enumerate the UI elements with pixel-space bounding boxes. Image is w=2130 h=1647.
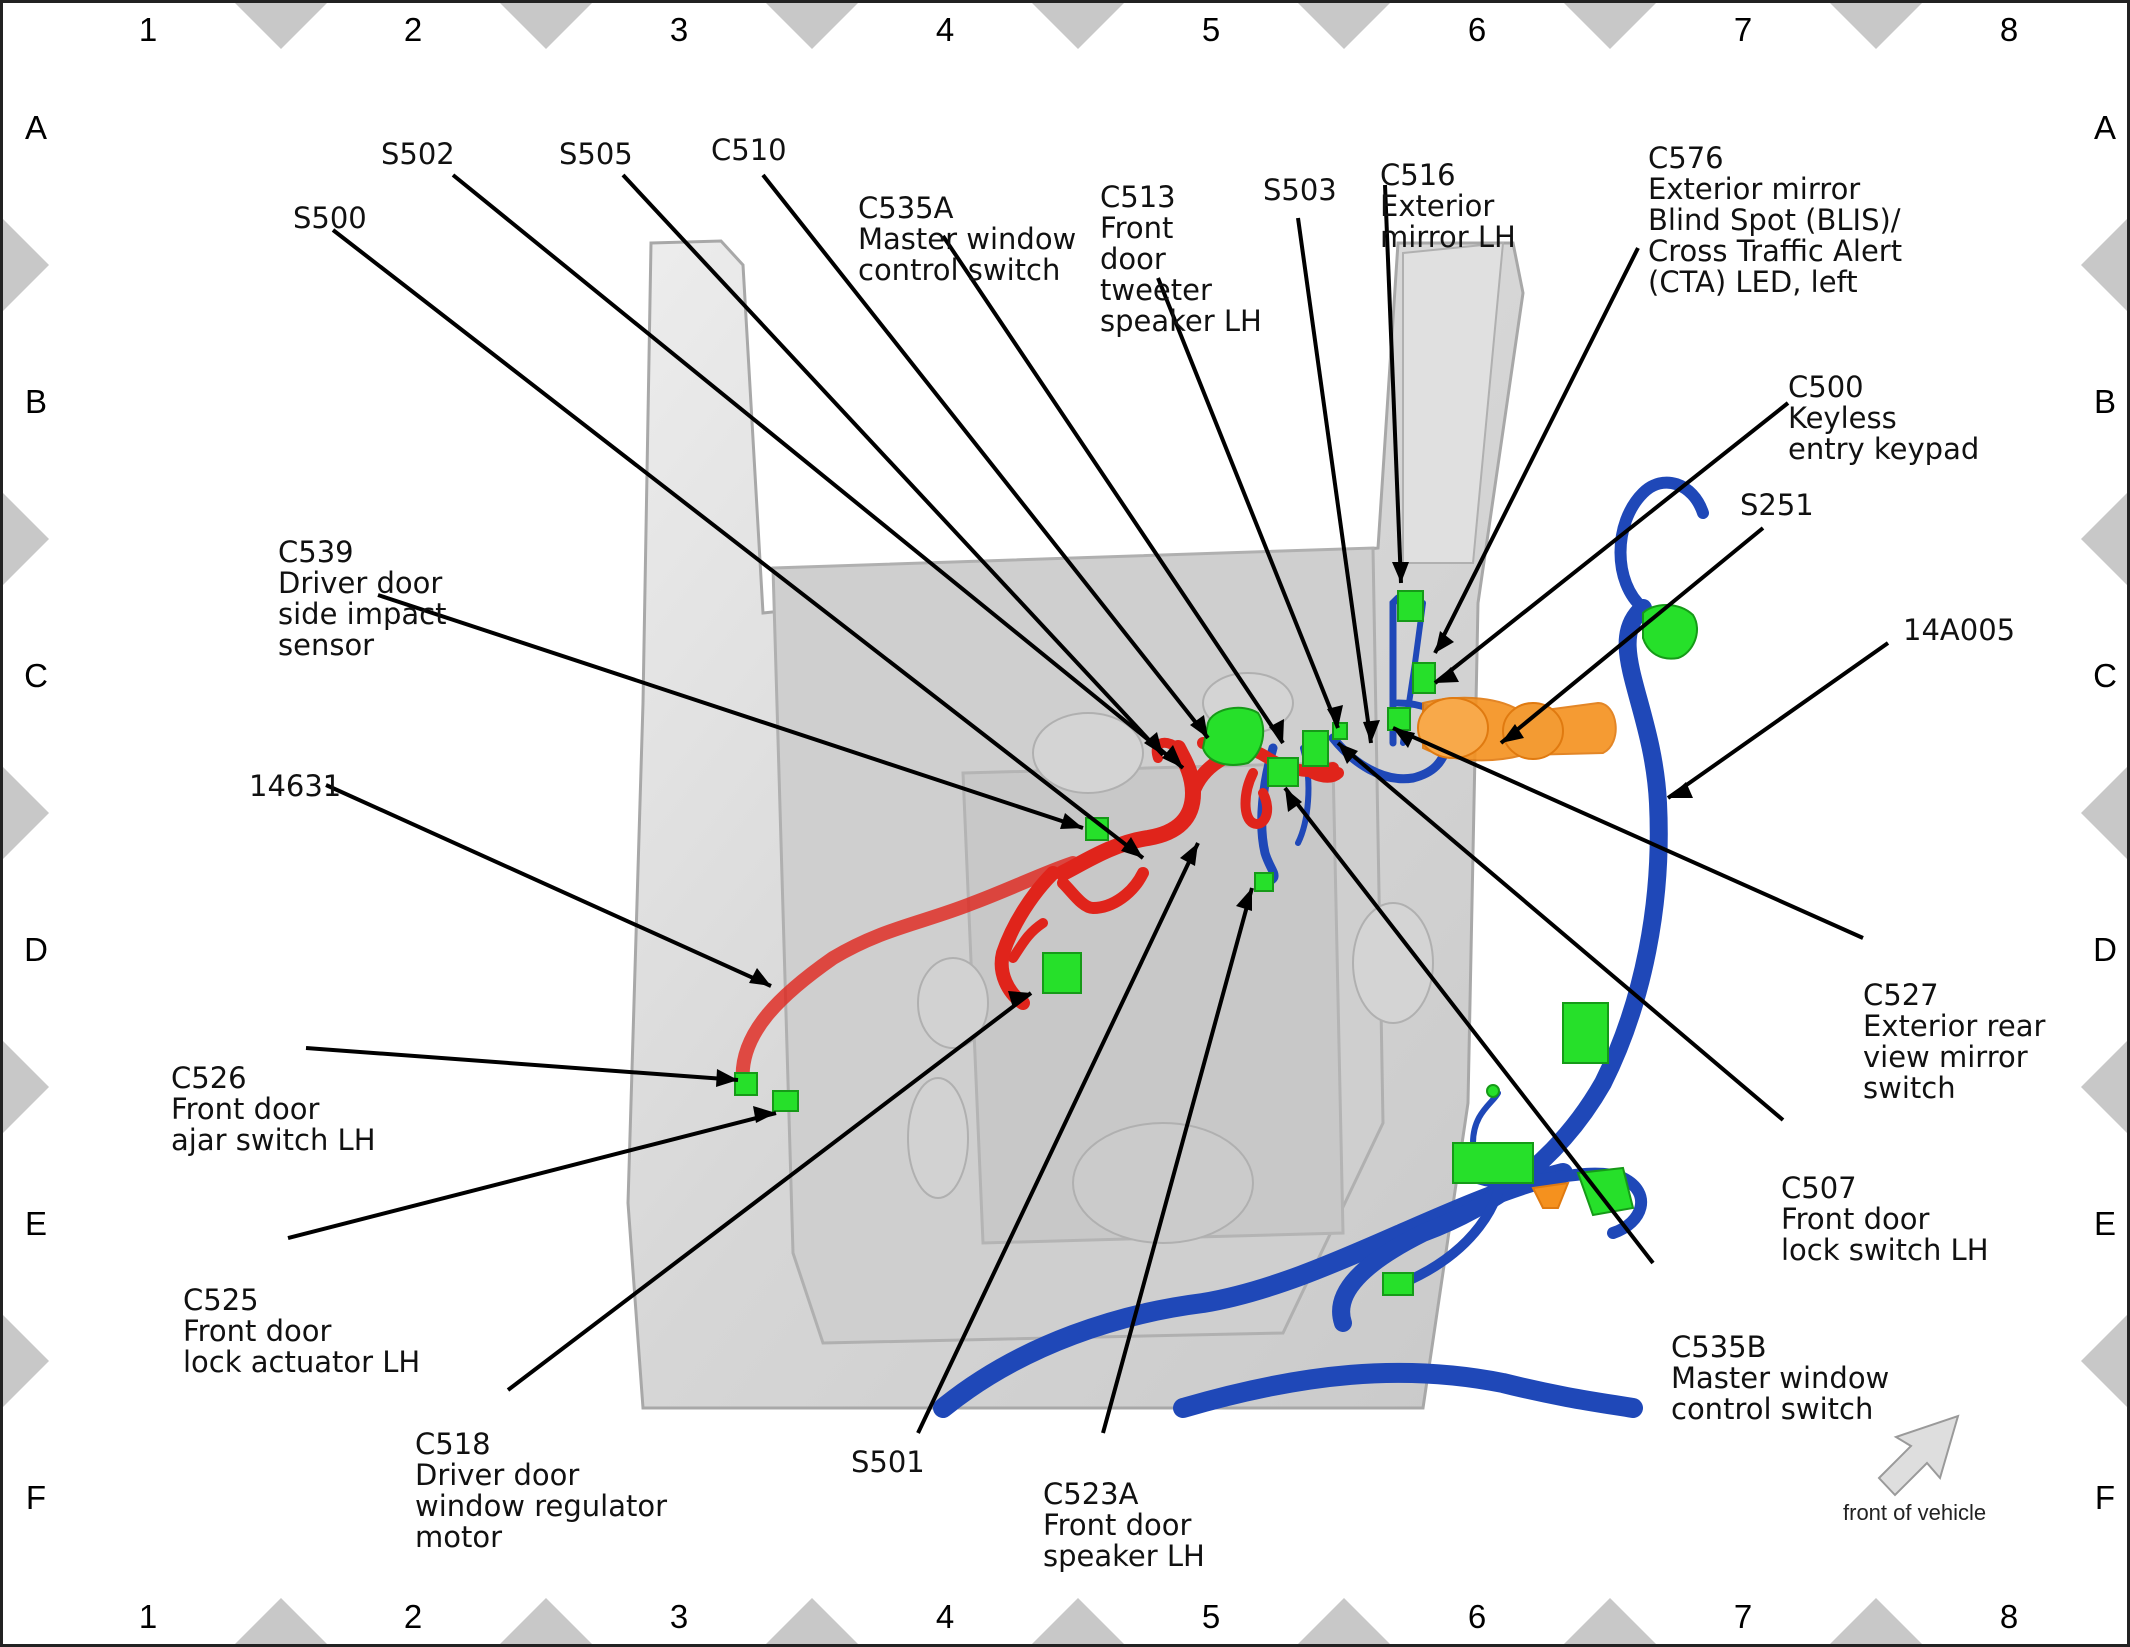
label-14a005: 14A005 (1903, 613, 2016, 647)
connector-c500 (1642, 604, 1698, 660)
grid-marker (1830, 1598, 1922, 1644)
grid-marker (235, 1598, 327, 1644)
grid-col-top-1: 1 (138, 11, 158, 48)
grid-row-right-c: C (2093, 657, 2117, 694)
grid-marker (1564, 3, 1656, 49)
connector-green-2 (1452, 1142, 1534, 1184)
blue-harness (933, 476, 1709, 1418)
connector-c510 (1201, 706, 1265, 766)
grid-col-top-2: 2 (403, 11, 423, 48)
grid-marker (1032, 3, 1124, 49)
grid-marker (1298, 3, 1390, 49)
grid-col-bottom-1: 1 (138, 1598, 158, 1635)
connector-c523a (1254, 872, 1274, 892)
green-connectors (734, 590, 1698, 1296)
door-harness-illustration (287, 173, 1960, 1497)
grid-col-bottom-3: 3 (669, 1598, 689, 1635)
grid-col-top-5: 5 (1201, 11, 1221, 48)
grid-marker (3, 767, 49, 859)
grid-marker (2081, 1041, 2127, 1133)
connector-c526 (734, 1072, 758, 1096)
grid-col-top-3: 3 (669, 11, 689, 48)
grid-col-bottom-6: 6 (1467, 1598, 1487, 1635)
grid-marker (3, 219, 49, 311)
grid-marker (766, 3, 858, 49)
front-of-vehicle-label: front of vehicle (1843, 1500, 1987, 1525)
grid-row-right-f: F (2094, 1479, 2116, 1516)
grid-marker (500, 3, 592, 49)
grid-row-right-d: D (2093, 931, 2117, 968)
grid-row-right-b: B (2093, 383, 2117, 420)
connector-c535b (1302, 730, 1329, 767)
grid-col-top-6: 6 (1467, 11, 1487, 48)
label-c510: C510 (711, 133, 787, 167)
grid-marker (2081, 1315, 2127, 1407)
grid-col-top-8: 8 (1999, 11, 2019, 48)
label-s501: S501 (851, 1445, 925, 1479)
grid-col-top-4: 4 (935, 11, 955, 48)
connector-c513 (1267, 757, 1299, 787)
grid-row-left-e: E (24, 1205, 48, 1242)
grid-marker (766, 1598, 858, 1644)
connector-c525 (772, 1090, 799, 1112)
connector-c527 (1387, 707, 1411, 731)
grid-row-right-e: E (2093, 1205, 2117, 1242)
label-s251: S251 (1740, 488, 1814, 522)
connector-green-5 (1486, 1084, 1500, 1098)
grid-marker (235, 3, 327, 49)
grid-row-left-c: C (24, 657, 48, 694)
grid-marker (2081, 767, 2127, 859)
connector-green-4 (1382, 1272, 1414, 1296)
leader-arrowheads (716, 562, 1693, 1123)
grid-marker (2081, 493, 2127, 585)
grid-row-left-a: A (24, 109, 48, 146)
grid-marker (2081, 219, 2127, 311)
grid-marker (1032, 1598, 1124, 1644)
grid-row-left-b: B (24, 383, 48, 420)
label-s502: S502 (381, 137, 455, 171)
grid-marker (1830, 3, 1922, 49)
grid-row-left-d: D (24, 931, 48, 968)
connector-green-3 (1576, 1166, 1635, 1217)
connector-c576 (1412, 662, 1436, 694)
connector-c516 (1397, 590, 1424, 622)
grid-col-bottom-2: 2 (403, 1598, 423, 1635)
grid-row-right-a: A (2093, 109, 2117, 146)
grid-marker (1298, 1598, 1390, 1644)
leader-lines (287, 173, 1890, 1434)
grid-marker (1564, 1598, 1656, 1644)
grid-col-bottom-5: 5 (1201, 1598, 1221, 1635)
grid-marker (3, 493, 49, 585)
grid-marker (3, 1315, 49, 1407)
grid-marker (3, 1041, 49, 1133)
grid-row-left-f: F (25, 1479, 47, 1516)
label-14631: 14631 (249, 769, 342, 803)
label-s505: S505 (559, 137, 633, 171)
grid-col-bottom-4: 4 (935, 1598, 955, 1635)
label-s503: S503 (1263, 173, 1337, 207)
connector-green-1 (1562, 1002, 1609, 1064)
front-of-vehicle-arrow-icon (1877, 1414, 1960, 1497)
grid-col-top-7: 7 (1733, 11, 1753, 48)
grid-col-bottom-8: 8 (1999, 1598, 2019, 1635)
label-s500: S500 (293, 201, 367, 235)
grid-marker (500, 1598, 592, 1644)
grid-col-bottom-7: 7 (1733, 1598, 1753, 1635)
connector-c518 (1042, 952, 1082, 994)
